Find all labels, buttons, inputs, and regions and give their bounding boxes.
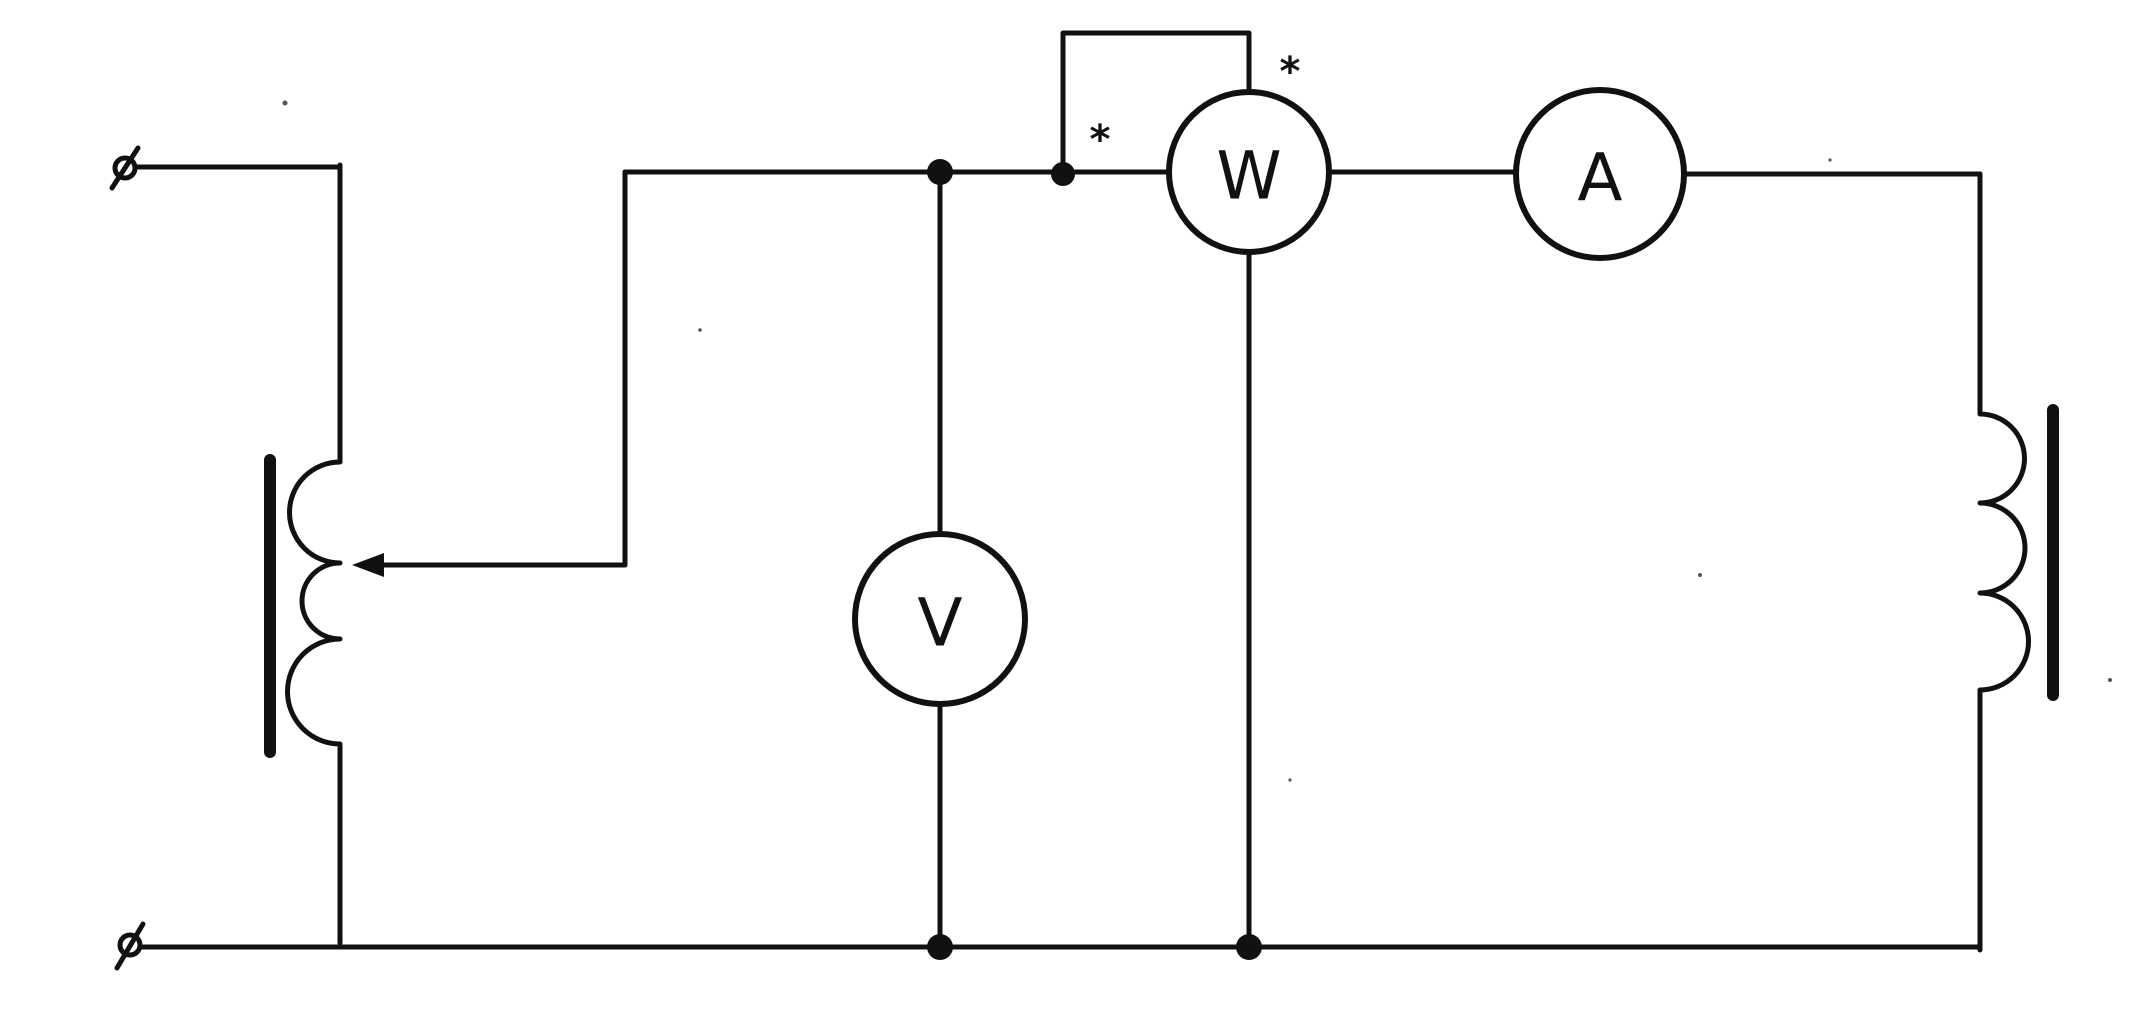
ammeter: A [1513, 87, 1687, 261]
voltmeter-label: V [917, 585, 962, 662]
current-coil-star-marker: * [1090, 117, 1111, 163]
ammeter-label: A [1577, 140, 1622, 217]
circuit-wiring [133, 30, 1983, 950]
tap-arrow [352, 553, 628, 577]
inductor-icon [1977, 171, 2059, 953]
supply-terminal-top [109, 145, 141, 191]
junction-node [1051, 162, 1075, 186]
voltmeter: V [852, 531, 1028, 707]
voltage-coil-star-marker: * [1280, 49, 1301, 95]
junction-nodes [927, 159, 1262, 960]
scan-noise [282, 100, 2112, 782]
junction-node [927, 934, 953, 960]
wattmeter-label: W [1216, 138, 1281, 215]
junction-node [927, 159, 953, 185]
autotransformer-icon [264, 162, 343, 946]
junction-node [1236, 934, 1262, 960]
wattmeter: W [1166, 89, 1332, 255]
supply-terminal-bottom [114, 921, 146, 971]
